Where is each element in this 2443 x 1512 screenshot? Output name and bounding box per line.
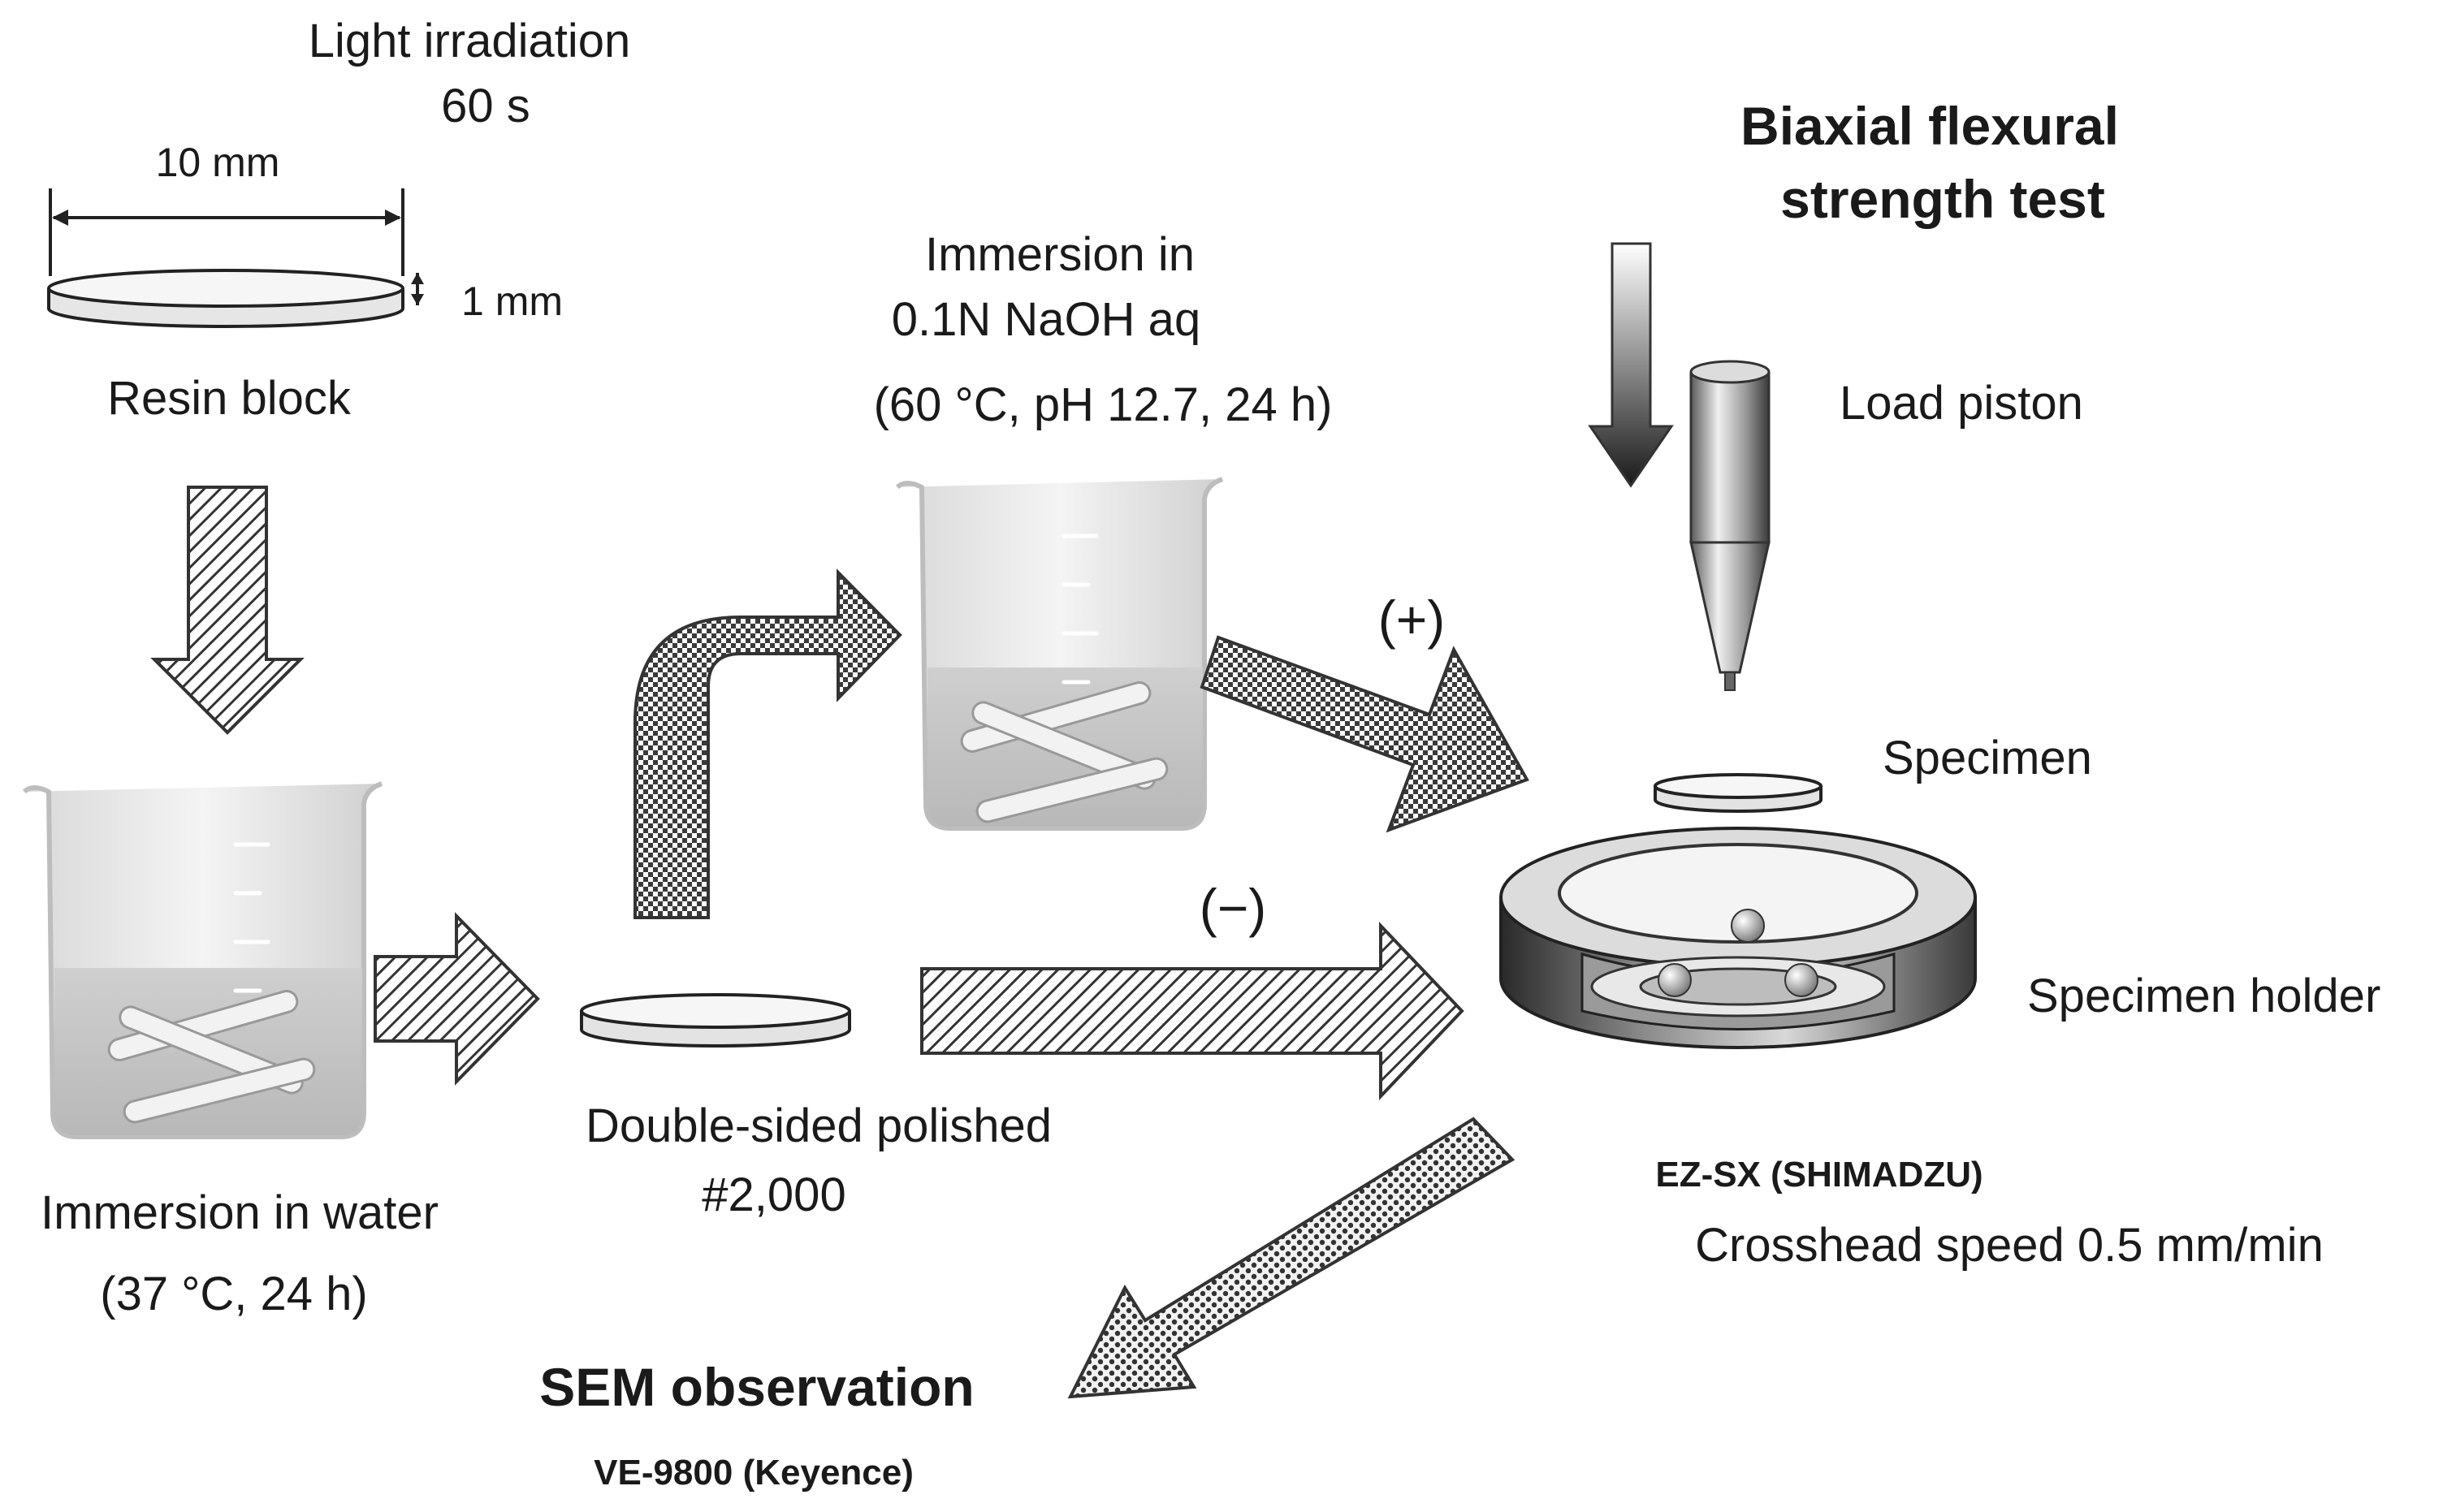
resin-block-label: Resin block xyxy=(107,372,351,425)
load-direction-arrow xyxy=(1588,242,1674,488)
light-irradiation-label: Light irradiation xyxy=(308,15,631,67)
width-dimension-label: 10 mm xyxy=(155,140,280,185)
specimen-disc xyxy=(1654,773,1823,813)
immersion-naoh-label-1: Immersion in xyxy=(925,228,1195,281)
immersion-water-label: Immersion in water xyxy=(41,1186,439,1239)
minus-sign-label: (−) xyxy=(1199,878,1267,938)
down-arrow-hatched xyxy=(150,486,305,735)
specimen-holder-label: Specimen holder xyxy=(2027,970,2381,1022)
naoh-conditions-label: (60 °C, pH 12.7, 24 h) xyxy=(873,378,1333,431)
minus-path-arrow xyxy=(920,922,1464,1100)
polished-label: Double-sided polished xyxy=(586,1099,1052,1152)
load-piston xyxy=(1689,360,1771,691)
specimen-label: Specimen xyxy=(1883,732,2092,784)
sem-instrument-label: VE-9800 (Keyence) xyxy=(594,1453,914,1493)
naoh-beaker xyxy=(895,477,1224,831)
specimen-holder xyxy=(1499,827,1977,1049)
bent-arrow-checker xyxy=(633,568,902,919)
sem-arrow xyxy=(1067,1117,1516,1399)
polished-grit-label: #2,000 xyxy=(702,1169,846,1221)
water-conditions-label: (37 °C, 24 h) xyxy=(100,1268,368,1320)
polished-disc xyxy=(580,993,851,1048)
sem-observation-label: SEM observation xyxy=(539,1357,975,1417)
thickness-dimension-label: 1 mm xyxy=(461,279,563,324)
plus-path-arrow xyxy=(1200,635,1529,833)
water-beaker xyxy=(22,781,383,1139)
load-piston-label: Load piston xyxy=(1840,377,2083,430)
test-title-line-2: strength test xyxy=(1780,169,2105,229)
plus-sign-label: (+) xyxy=(1377,590,1446,650)
light-time-label: 60 s xyxy=(441,80,530,132)
instrument-label: EZ-SX (SHIMADZU) xyxy=(1655,1155,1983,1194)
immersion-naoh-label-2: 0.1N NaOH aq xyxy=(891,293,1201,346)
right-arrow-hatched-small xyxy=(374,912,540,1086)
resin-block-illustration xyxy=(47,188,424,328)
crosshead-speed-label: Crosshead speed 0.5 mm/min xyxy=(1695,1219,2324,1272)
test-title-line-1: Biaxial flexural xyxy=(1740,96,2119,156)
